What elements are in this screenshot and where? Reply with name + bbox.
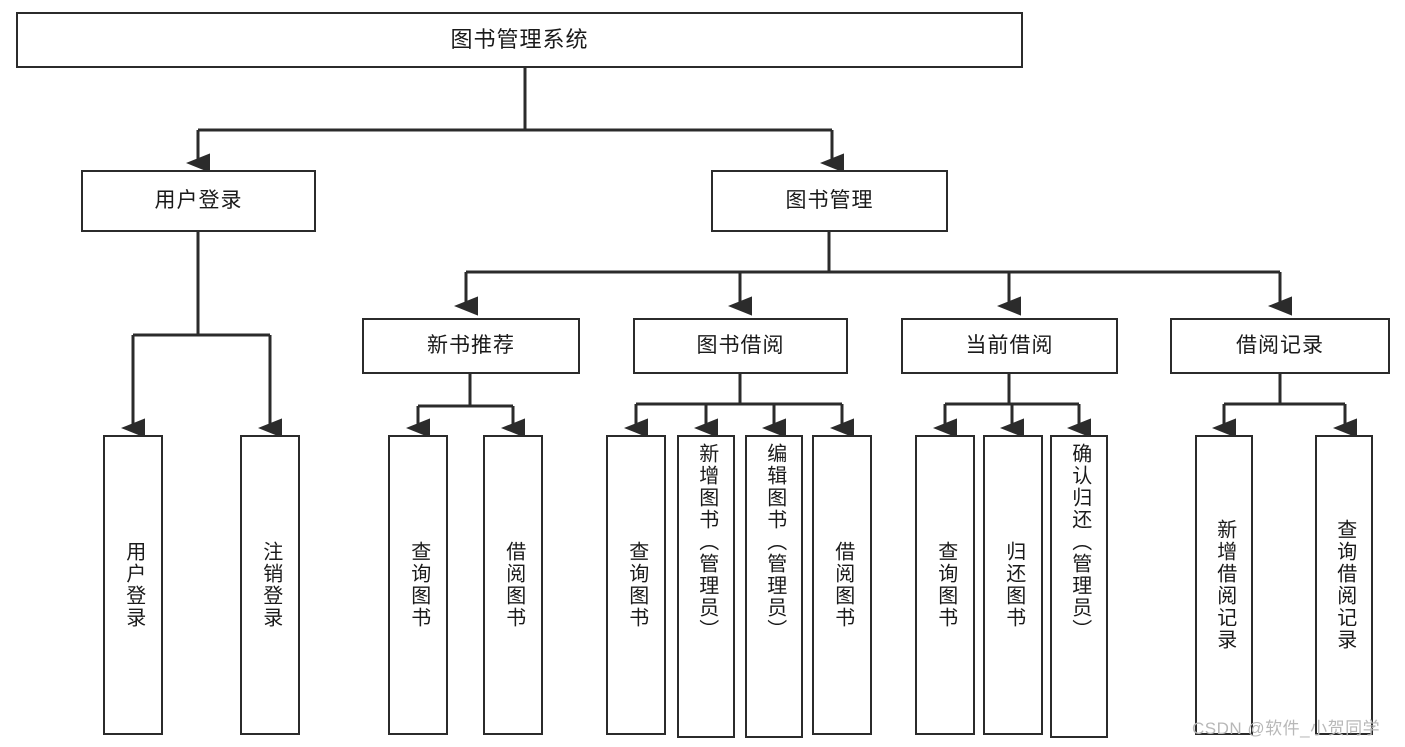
node-label: 查询借阅记录 [1333,519,1356,651]
leaf-user-logout[interactable]: 注销登录 [240,435,300,735]
node-new-book-recommendation[interactable]: 新书推荐 [362,318,580,374]
node-current-borrowing[interactable]: 当前借阅 [901,318,1118,374]
node-label: 借阅图书 [831,541,854,629]
leaf-query-book-3[interactable]: 查询图书 [915,435,975,735]
node-book-management-system[interactable]: 图书管理系统 [16,12,1023,68]
node-label: 图书借阅 [696,333,785,357]
leaf-return-book[interactable]: 归还图书 [983,435,1043,735]
node-book-borrowing[interactable]: 图书借阅 [633,318,848,374]
leaf-query-borrow-record[interactable]: 查询借阅记录 [1315,435,1373,735]
leaf-user-login[interactable]: 用户登录 [103,435,163,735]
node-label: 新增图书（管理员） [695,443,718,641]
node-label: 用户登录 [122,541,145,629]
node-label: 借阅记录 [1236,333,1324,357]
node-label: 图书管理 [785,188,874,212]
node-borrowing-record[interactable]: 借阅记录 [1170,318,1390,374]
leaf-query-book-2[interactable]: 查询图书 [606,435,666,735]
node-label: 新增借阅记录 [1213,519,1236,651]
node-user-login[interactable]: 用户登录 [81,170,316,232]
watermark-text: CSDN @软件_小贺同学 [1192,719,1381,738]
node-label: 新书推荐 [427,333,515,357]
node-label: 编辑图书（管理员） [763,443,786,641]
leaf-borrow-book-2[interactable]: 借阅图书 [812,435,872,735]
leaf-confirm-return-admin[interactable]: 确认归还（管理员） [1050,435,1108,738]
node-label: 注销登录 [259,541,282,629]
node-label: 查询图书 [407,541,430,629]
leaf-edit-book-admin[interactable]: 编辑图书（管理员） [745,435,803,738]
node-book-management[interactable]: 图书管理 [711,170,948,232]
node-label: 借阅图书 [502,541,525,629]
node-label: 查询图书 [625,541,648,629]
leaf-add-book-admin[interactable]: 新增图书（管理员） [677,435,735,738]
leaf-borrow-book-1[interactable]: 借阅图书 [483,435,543,735]
leaf-add-borrow-record[interactable]: 新增借阅记录 [1195,435,1253,735]
leaf-query-book-1[interactable]: 查询图书 [388,435,448,735]
node-label: 查询图书 [934,541,957,629]
node-label: 用户登录 [154,188,243,212]
node-label: 归还图书 [1002,541,1025,629]
node-label: 当前借阅 [965,333,1054,357]
node-label: 确认归还（管理员） [1068,443,1091,641]
node-label: 图书管理系统 [450,27,589,53]
